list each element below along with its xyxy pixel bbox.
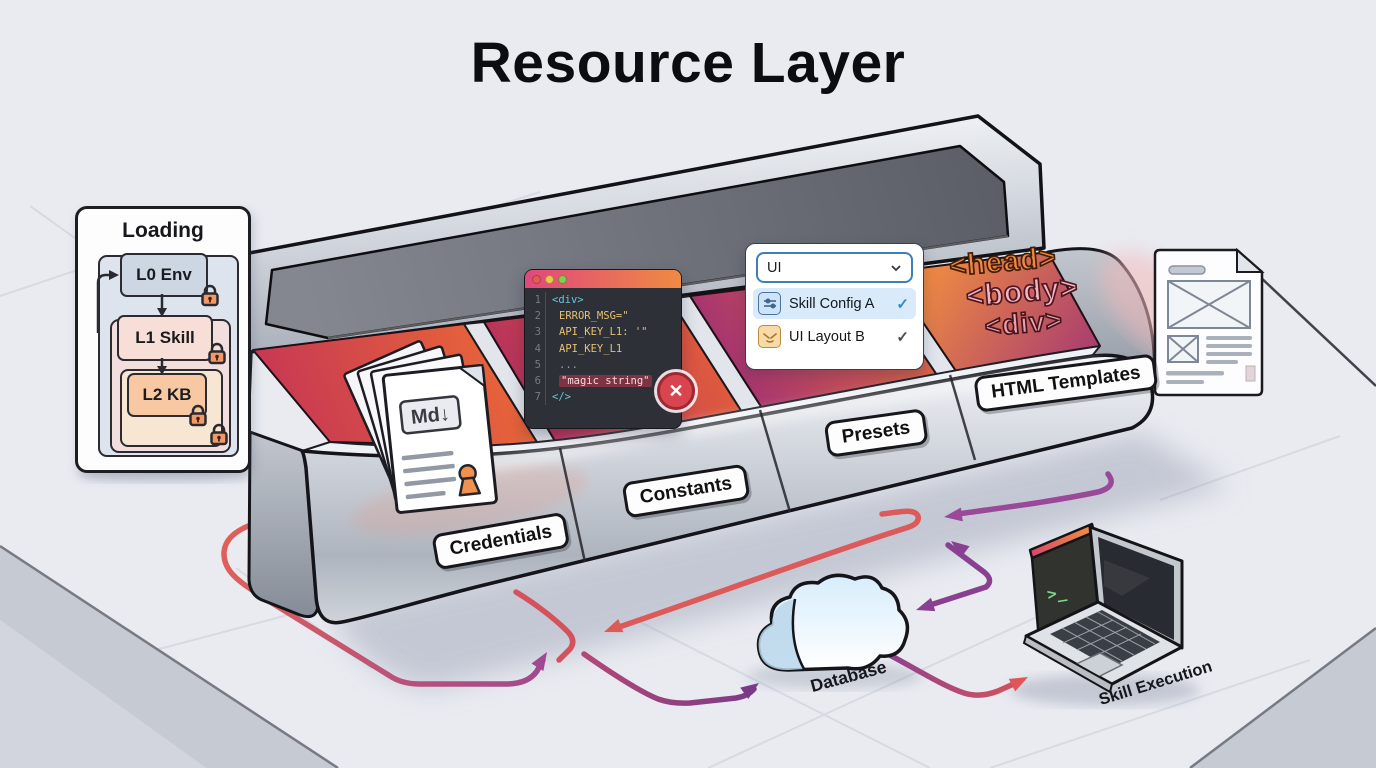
md-badge-label: Md↓: [410, 403, 451, 429]
check-icon: ✓: [896, 295, 909, 313]
option-ui-layout-b[interactable]: UI Layout B ✓: [753, 321, 916, 352]
ui-select[interactable]: UI: [756, 252, 913, 283]
loading-panel-title: Loading: [122, 219, 204, 242]
doc-title-bar: [1168, 265, 1206, 275]
node-l0-env: L0 Env: [120, 253, 208, 297]
doc-image-placeholder: [1167, 280, 1251, 329]
arrow-database-junction-zigzag: [916, 541, 993, 612]
node-l1-skill: L1 Skill: [117, 315, 213, 361]
md-keyhole-icon: [458, 464, 482, 497]
md-documents: Md↓: [343, 340, 498, 514]
maximize-dot-icon[interactable]: [558, 274, 567, 284]
code-line: 7</>: [528, 389, 677, 406]
layout-icon: [758, 325, 781, 348]
editor-titlebar: [525, 270, 681, 288]
doc-thumb-placeholder: [1167, 335, 1199, 363]
lid-screen: [264, 144, 1010, 340]
down-arrow-icon: [157, 358, 167, 375]
chevron-down-icon: [890, 264, 902, 272]
arrow-database-to-laptop: [881, 649, 1028, 698]
ui-select-value: UI: [767, 259, 782, 276]
table-edge-right: [1189, 627, 1376, 768]
doc-text-lines: [1166, 336, 1252, 384]
minimize-dot-icon[interactable]: [545, 274, 554, 284]
lock-icon: [210, 423, 228, 446]
html-tag-stack: <head> <body> <div>: [930, 241, 1082, 346]
loading-panel: Loading L0 Env L1 Skill L2 KB: [75, 206, 251, 473]
terminal-prompt: >_: [1046, 582, 1068, 604]
check-icon: ✓: [896, 328, 909, 346]
arrow-constants-to-junction: [604, 508, 921, 633]
code-line-magic-string: 6"magic string": [528, 373, 677, 390]
md-text-lines: [401, 450, 457, 500]
wireframe-doc: [1153, 247, 1265, 397]
error-close-badge[interactable]: ✕: [657, 372, 695, 410]
box-shadow: [330, 432, 1230, 690]
table-edge-left: [0, 544, 339, 768]
option-label: Skill Config A: [789, 295, 875, 312]
front-face-sheen: [420, 360, 1100, 486]
loop-arrow-icon: [96, 270, 119, 333]
lock-icon: [189, 404, 207, 427]
down-arrow-icon: [157, 294, 167, 317]
database-cloud: Database: [756, 573, 910, 696]
arrow-junction-to-database: [581, 651, 759, 706]
option-label: UI Layout B: [789, 328, 865, 345]
node-l2-kb: L2 KB: [127, 373, 207, 417]
front-face-seams: [558, 374, 977, 563]
page-title: Resource Layer: [470, 31, 906, 95]
arrow-junction-chevron: [513, 589, 576, 663]
lock-icon: [208, 342, 226, 365]
md-badge: [399, 395, 462, 435]
option-skill-config-a[interactable]: Skill Config A ✓: [753, 288, 916, 319]
flow-arrows: [221, 471, 1114, 706]
laptop-front-edge: [1022, 634, 1114, 694]
config-dropdown-card: UI Skill Config A ✓ UI Layout B ✓: [745, 243, 924, 370]
md-page-fold: [456, 364, 486, 389]
laptop-screen-panel: [1098, 537, 1174, 640]
code-line: 1<div>: [528, 292, 677, 309]
sliders-icon: [758, 292, 781, 315]
doc-corner-mark: [1245, 365, 1256, 382]
arrow-templates-to-junction: [944, 471, 1114, 522]
code-line: 5...: [528, 356, 677, 374]
close-dot-icon[interactable]: [532, 274, 541, 284]
lock-icon: [201, 284, 219, 307]
doc-fold: [1236, 247, 1265, 273]
